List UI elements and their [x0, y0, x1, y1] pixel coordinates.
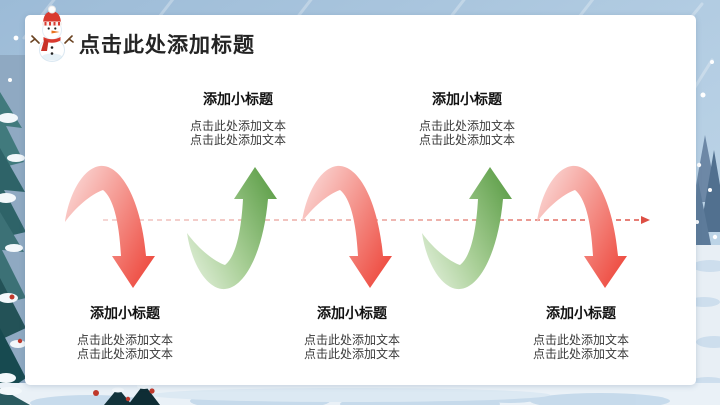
subtitle-text-line: 点击此处添加文本	[418, 119, 515, 133]
subtitle-text-line: 点击此处添加文本	[303, 347, 400, 361]
down-arrow-shape-1[interactable]	[65, 165, 155, 288]
subtitle-heading: 添加小标题	[432, 91, 502, 107]
subtitle-text-line: 点击此处添加文本	[532, 333, 629, 347]
dashed-arrow-line	[103, 216, 650, 224]
up-arrow-shape-1[interactable]	[187, 167, 277, 290]
subtitle-heading: 添加小标题	[546, 305, 616, 321]
subtitle-heading: 添加小标题	[90, 305, 160, 321]
subtitle-text-line: 点击此处添加文本	[418, 133, 515, 147]
subtitle-block-top-1[interactable]: 添加小标题 点击此处添加文本 点击此处添加文本	[138, 89, 338, 147]
down-arrow-shape-3[interactable]	[537, 165, 627, 288]
subtitle-text-line: 点击此处添加文本	[189, 119, 286, 133]
subtitle-text-line: 点击此处添加文本	[532, 347, 629, 361]
subtitle-text-line: 点击此处添加文本	[189, 133, 286, 147]
subtitle-heading: 添加小标题	[203, 91, 273, 107]
subtitle-text-line: 点击此处添加文本	[303, 333, 400, 347]
subtitle-block-top-2[interactable]: 添加小标题 点击此处添加文本 点击此处添加文本	[367, 89, 567, 147]
stick-arms	[30, 35, 74, 44]
bottom-snow	[0, 383, 720, 405]
subtitle-text-line: 点击此处添加文本	[76, 333, 173, 347]
snow-dots	[8, 35, 718, 240]
subtitle-block-bottom-3[interactable]: 添加小标题 点击此处添加文本 点击此处添加文本	[481, 303, 681, 361]
subtitle-text-line: 点击此处添加文本	[76, 347, 173, 361]
down-arrow-shape-2[interactable]	[302, 165, 392, 288]
red-berries-bottom	[93, 388, 155, 402]
up-arrow-shape-2[interactable]	[422, 167, 512, 290]
snowman-icon	[30, 5, 74, 62]
slide-title[interactable]: 点击此处添加标题	[79, 34, 255, 57]
subtitle-block-bottom-1[interactable]: 添加小标题 点击此处添加文本 点击此处添加文本	[25, 303, 225, 361]
subtitle-heading: 添加小标题	[317, 305, 387, 321]
subtitle-block-bottom-2[interactable]: 添加小标题 点击此处添加文本 点击此处添加文本	[252, 303, 452, 361]
left-trees	[0, 55, 26, 405]
